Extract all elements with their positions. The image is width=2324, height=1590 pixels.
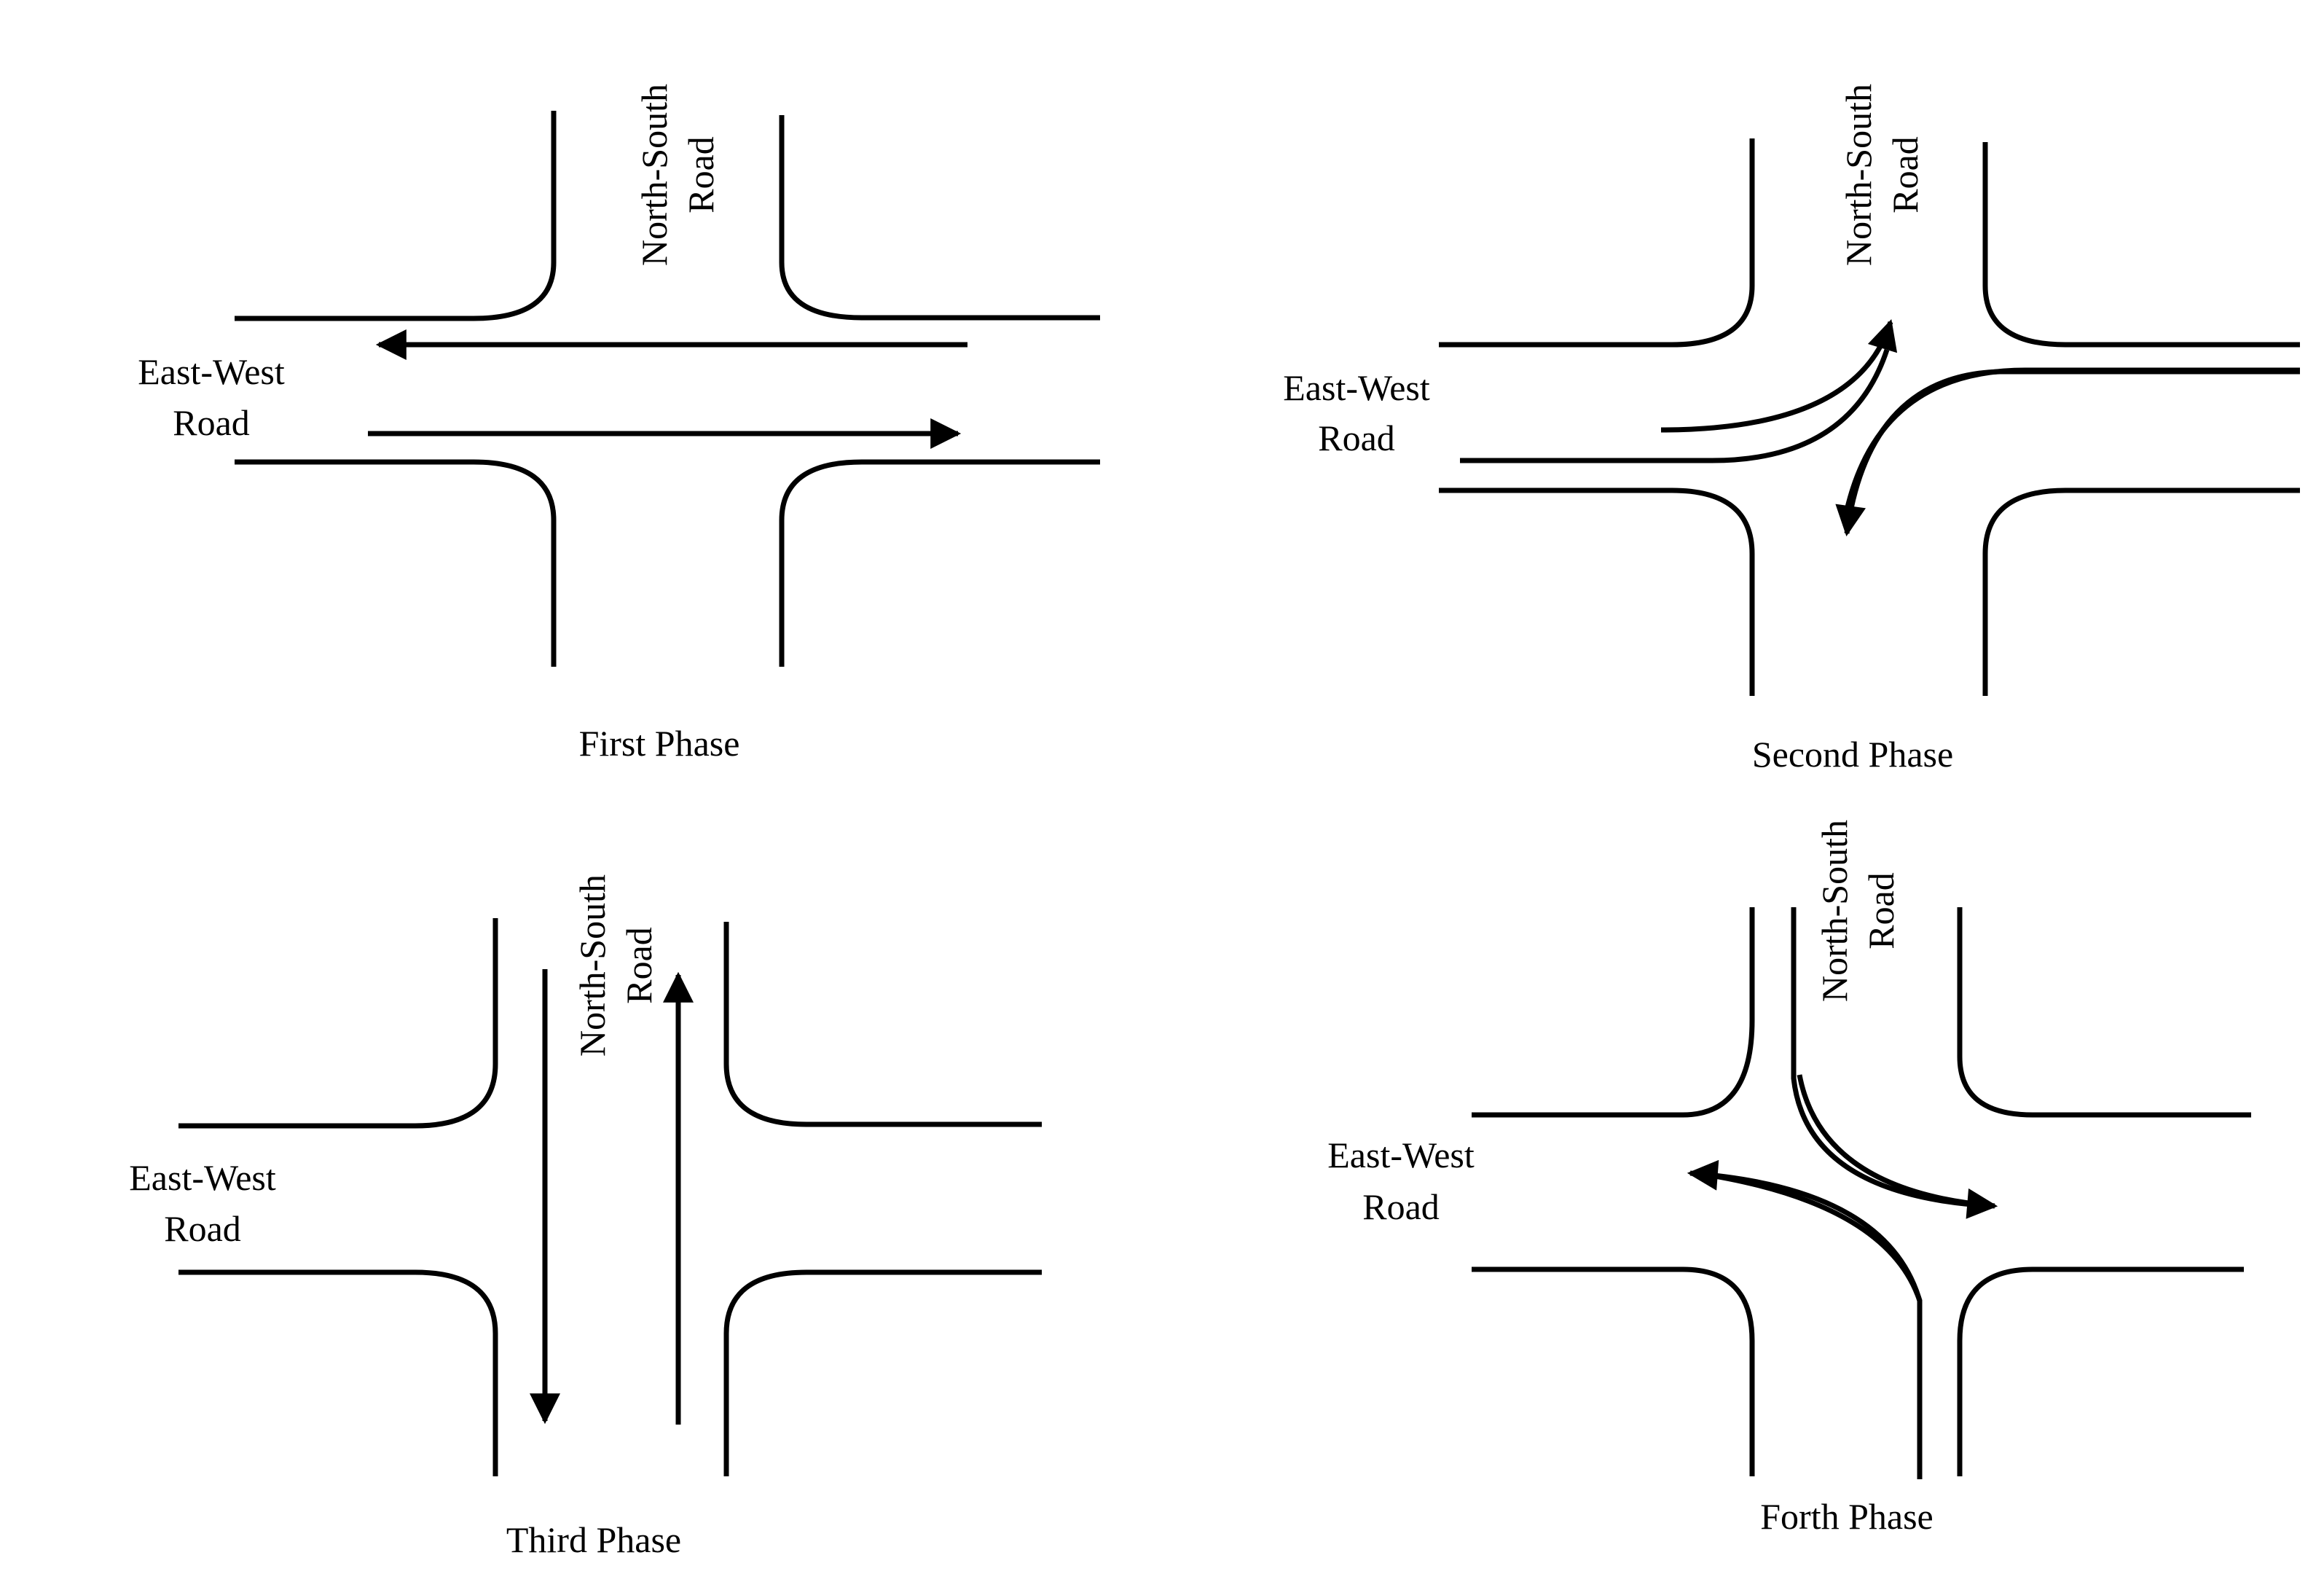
phase-4-intersection <box>1472 907 2251 1479</box>
phase-3-ns-label-line1: North-South <box>572 874 613 1057</box>
phase-4-caption: Forth Phase <box>1760 1496 1934 1537</box>
phase-4-ns-label-line1: North-South <box>1814 820 1855 1002</box>
phase-1-curb-sw <box>235 459 557 667</box>
phase-4-northbound-left-turn-arrow <box>1687 1159 1923 1479</box>
phase-4-curb-sw <box>1472 1266 1755 1476</box>
phase-3-curb-ne <box>723 922 1042 1127</box>
phase-1-ew-label-line1: East-West <box>138 351 285 392</box>
phase-3-curb-sw <box>178 1269 498 1476</box>
phase-3-curb-se <box>723 1269 1042 1476</box>
phase-4-southbound-left-turn-arrow <box>1797 1074 1998 1219</box>
phase-3-ew-label-line2: Road <box>164 1208 241 1249</box>
phase-1-curb-se <box>779 459 1100 667</box>
phase-4-ew-label-line2: Road <box>1362 1186 1440 1227</box>
phase-1-curb-nw <box>235 111 557 321</box>
phase-2-curb-se <box>1982 487 2300 696</box>
phase-3-curb-nw <box>178 918 498 1129</box>
phase-3-ns-label-line2: Road <box>619 927 659 1004</box>
phase-3-intersection <box>178 918 1042 1476</box>
phase-4-curb-se <box>1957 1266 2244 1476</box>
phase-3-caption: Third Phase <box>506 1519 681 1560</box>
phase-4-curb-nw <box>1472 907 1755 1118</box>
phase-4-curb-ne <box>1957 907 2251 1118</box>
phase-4-inner-bottom <box>1697 1170 1923 1479</box>
phase-2-curb-nw <box>1439 138 1755 348</box>
phase-4-ew-label-line1: East-West <box>1327 1135 1475 1175</box>
phase-2-ew-label-line2: Road <box>1318 418 1395 458</box>
phase-3-ew-label-line1: East-West <box>129 1157 276 1198</box>
phase-2-intersection <box>1439 138 2300 696</box>
phase-2-ew-label-line1: East-West <box>1283 367 1430 408</box>
phase-2-curb-sw <box>1439 487 1755 696</box>
phase-2-ns-label-line1: North-South <box>1838 84 1879 266</box>
phase-2-curb-ne <box>1982 142 2300 348</box>
phase-4-ns-label-line2: Road <box>1861 872 1901 949</box>
phase-2-caption: Second Phase <box>1752 734 1953 775</box>
phase-1-curb-ne <box>779 115 1100 321</box>
phase-1-ns-label-line2: Road <box>680 136 721 214</box>
phase-1-caption: First Phase <box>579 723 740 764</box>
phase-1-ns-label-line1: North-South <box>634 84 675 266</box>
phase-2-inner-left <box>1460 348 1890 463</box>
phase-2-westbound-left-turn-arrow <box>1835 369 2300 537</box>
phase-2-ns-label-line2: Road <box>1885 136 1925 214</box>
phase-1-intersection <box>235 111 1100 667</box>
phase-1-ew-label-line2: Road <box>173 402 250 443</box>
phase-2-eastbound-left-turn-arrow <box>1660 318 1898 433</box>
